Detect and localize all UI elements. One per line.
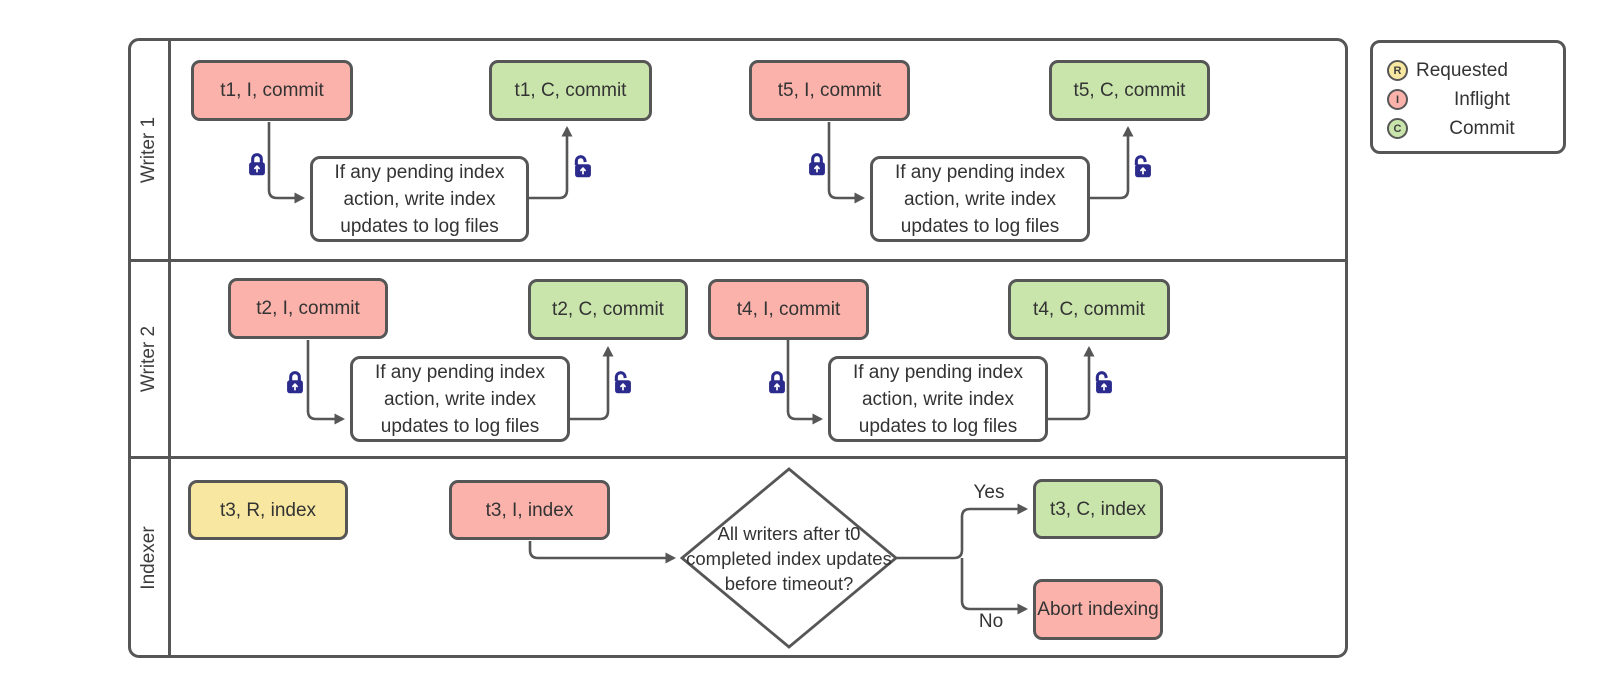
lane-label-writer2: Writer 2 (138, 325, 159, 393)
node-process-writer2-b[interactable]: If any pending index action, write index… (828, 356, 1048, 442)
node-t5-inflight[interactable]: t5, I, commit (749, 60, 910, 121)
process-line: updates to log files (380, 415, 540, 437)
node-t2-commit[interactable]: t2, C, commit (528, 279, 688, 340)
node-t1-commit[interactable]: t1, C, commit (489, 60, 652, 121)
legend-row-requested: R Requested (1387, 56, 1551, 85)
node-abort-indexing[interactable]: Abort indexing (1033, 579, 1163, 640)
process-line: If any pending index (374, 361, 546, 383)
legend-row-commit: C Commit (1387, 114, 1551, 143)
lock-closed-icon (809, 153, 825, 176)
process-line: If any pending index (852, 361, 1024, 383)
process-line: action, write index (383, 388, 537, 410)
process-line: If any pending index (894, 161, 1066, 183)
process-line: action, write index (861, 388, 1015, 410)
commit-state-icon: C (1387, 118, 1408, 139)
node-t3-commit[interactable]: t3, C, index (1033, 479, 1163, 539)
lane-label-indexer: Indexer (138, 526, 159, 590)
node-t5-commit[interactable]: t5, C, commit (1049, 60, 1210, 121)
inflight-state-icon: I (1387, 89, 1408, 110)
branch-label-no: No (978, 611, 1004, 632)
lane-divider-1 (130, 259, 1346, 262)
swimlane-container (128, 38, 1348, 658)
node-process-writer1-a[interactable]: If any pending index action, write index… (310, 156, 529, 242)
node-t4-inflight[interactable]: t4, I, commit (708, 279, 869, 340)
process-line: If any pending index (334, 161, 505, 183)
decision-label: All writers after t0 completed index upd… (664, 521, 914, 596)
legend-label: Inflight (1454, 88, 1510, 110)
lane-label-writer1: Writer 1 (138, 116, 159, 184)
node-t4-commit[interactable]: t4, C, commit (1008, 279, 1170, 340)
node-t3-inflight[interactable]: t3, I, index (449, 480, 610, 540)
decision-line: completed index updates (686, 548, 892, 569)
process-line: action, write index (343, 188, 496, 210)
lock-closed-icon (769, 371, 785, 394)
lock-open-icon (614, 371, 631, 394)
lock-open-icon (1095, 371, 1112, 394)
legend-label: Requested (1416, 59, 1508, 81)
decision-line: All writers after t0 (717, 523, 861, 544)
requested-state-icon: R (1387, 60, 1408, 81)
lock-open-icon (1134, 155, 1151, 178)
lane-label-divider (168, 40, 171, 656)
legend: R Requested I Inflight C Commit (1370, 40, 1566, 154)
decision-line: before timeout? (724, 573, 854, 594)
process-line: updates to log files (340, 215, 499, 237)
process-line: action, write index (903, 188, 1057, 210)
node-process-writer2-a[interactable]: If any pending index action, write index… (350, 356, 570, 442)
lane-divider-2 (130, 456, 1346, 459)
process-line: updates to log files (900, 215, 1060, 237)
process-line: updates to log files (858, 415, 1018, 437)
node-process-writer1-b[interactable]: If any pending index action, write index… (870, 156, 1090, 242)
lock-closed-icon (287, 371, 303, 394)
node-t2-inflight[interactable]: t2, I, commit (228, 278, 388, 339)
node-t3-requested[interactable]: t3, R, index (188, 480, 348, 540)
lock-closed-icon (249, 153, 265, 176)
lock-open-icon (574, 155, 591, 178)
branch-label-yes: Yes (973, 482, 1005, 503)
node-t1-inflight[interactable]: t1, I, commit (191, 60, 353, 121)
legend-label: Commit (1449, 117, 1515, 139)
legend-row-inflight: I Inflight (1387, 85, 1551, 114)
